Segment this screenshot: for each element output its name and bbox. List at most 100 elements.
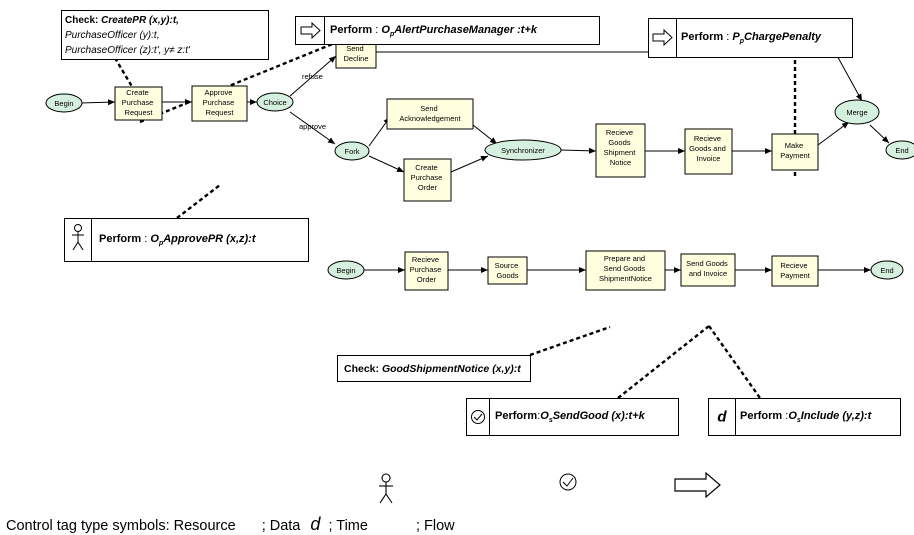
synchronizer-label: Synchronizer (501, 146, 545, 155)
bottom-process-nodes: Begin Recieve Purchase Order Source Good… (327, 250, 904, 291)
merge-gateway (834, 99, 880, 125)
fork-label: Fork (345, 147, 360, 156)
receive-payment-label: Recieve Payment (780, 261, 811, 280)
include-sep: : (785, 409, 789, 422)
send-good-keyword: Perform (495, 409, 538, 422)
good-shipment-notice-tag: Check: GoodShipmentNotice (x,y):t (337, 355, 531, 382)
send-decline-label: Send Decline (343, 44, 368, 63)
legend-flow-arrow-icon (674, 471, 721, 499)
good-shipment-rest: GoodShipmentNotice (x,y):t (381, 362, 521, 375)
approve-tag-keyword: Perform (99, 232, 142, 245)
approve-pr-label: Approve Purchase Request (203, 88, 237, 117)
send-goods-invoice-activity (680, 253, 736, 287)
approve-tag-sep: : (144, 232, 148, 245)
send-good-sep: : (537, 409, 541, 422)
tag-connectors (113, 41, 797, 399)
include-op: O (788, 409, 797, 422)
begin-label-bottom: Begin (336, 266, 355, 275)
charge-keyword: Perform (681, 30, 724, 43)
send-acknowledgement-activity (386, 98, 474, 130)
legend: Control tag type symbols: Resource ; Data… (6, 514, 455, 535)
top-process-nodes: Begin Create Purchase Request Approve Pu… (45, 40, 914, 202)
end-event-bottom (870, 260, 904, 280)
send-good-op: O (540, 409, 549, 422)
prepare-send-goods-activity (585, 250, 666, 291)
make-payment-activity (771, 133, 819, 171)
charge-penalty-tag: Perform : PpChargePenalty (648, 18, 853, 58)
alert-sep: : (375, 23, 379, 36)
legend-flow: ; Flow (415, 518, 455, 534)
resource-person-icon (65, 219, 92, 261)
receive-goods-invoice-label: Recieve Goods and Invoice (689, 134, 728, 163)
alert-rest: AlertPurchaseManager :t+k (394, 23, 537, 36)
charge-op: P (732, 30, 740, 43)
legend-data-symbol: d (310, 514, 321, 534)
legend-prefix: Control tag type symbols: Resource (6, 518, 236, 534)
create-purchase-order-activity (403, 158, 452, 202)
end-event-top (885, 140, 914, 160)
send-good-rest: SendGood (x):t+k (552, 409, 645, 422)
alert-op: O (381, 23, 390, 36)
synchronizer-gateway (484, 139, 562, 161)
send-good-tag: Perform:OsSendGood (x):t+k (466, 398, 679, 436)
good-shipment-keyword: Check: (344, 362, 380, 375)
alert-purchase-manager-tag: Perform : OpAlertPurchaseManager :t+k (295, 16, 600, 45)
prepare-send-label: Prepare and Send Goods ShipmentNotice (599, 254, 652, 283)
check-create-pr-tag: Check: CreatePR (x,y):t, PurchaseOfficer… (61, 10, 269, 60)
include-rest: Include (y,z):t (800, 409, 872, 422)
receive-purchase-order-activity (404, 251, 449, 291)
create-pr-label: Create Purchase Request (122, 88, 156, 117)
include-keyword: Perform (740, 409, 783, 422)
create-po-label: Create Purchase Order (411, 163, 445, 192)
send-ack-label: Send Acknowledgement (399, 104, 461, 123)
begin-event (45, 93, 83, 113)
receive-goods-shipment-notice-activity (595, 123, 646, 178)
receive-shipment-notice-label: Recieve Goods Shipment Notice (604, 128, 638, 167)
make-payment-label: Make Payment (780, 141, 811, 160)
check-line1: CreatePR (x,y):t, (101, 15, 179, 26)
flow-arrow-icon (296, 17, 325, 44)
create-purchase-request-activity (114, 86, 163, 121)
clock-icon (467, 399, 490, 435)
begin-label: Begin (54, 99, 73, 108)
approve-pr-tag: Perform : OpApprovePR (x,z):t (64, 218, 309, 262)
charge-rest: ChargePenalty (744, 30, 822, 43)
refuse-edge-label: refuse (302, 72, 323, 81)
flow-arrow-icon (649, 19, 677, 57)
data-d-icon: d (709, 399, 736, 435)
source-goods-label: Source Goods (495, 261, 521, 280)
source-goods-activity (487, 256, 528, 285)
approve-tag-rest: ApprovePR (x,z):t (163, 232, 256, 245)
legend-data: ; Data (261, 518, 301, 534)
alert-keyword: Perform (330, 23, 373, 36)
check-line3: PurchaseOfficer (z):t', y≠ z:t' (65, 45, 190, 56)
include-sub: s (796, 417, 801, 425)
fork-gateway (334, 141, 370, 161)
charge-sub: p (739, 38, 744, 46)
approve-tag-sub: p (158, 240, 164, 248)
legend-time: ; Time (328, 518, 368, 534)
send-goods-invoice-label: Send Goods and Invoice (686, 259, 730, 278)
merge-label: Merge (846, 108, 867, 117)
check-keyword: Check: (65, 15, 99, 26)
approve-edge-label: approve (299, 122, 326, 131)
receive-payment-activity (771, 255, 819, 287)
end-label-bottom: End (880, 266, 893, 275)
choice-label: Choice (263, 98, 286, 107)
charge-sep: : (726, 30, 730, 43)
approve-purchase-request-activity (191, 85, 248, 122)
receive-goods-invoice-activity (684, 128, 733, 175)
begin-event-bottom (327, 260, 365, 280)
legend-clock-icon (559, 473, 577, 491)
receive-po-label: Recieve Purchase Order (410, 255, 444, 284)
data-d-symbol: d (717, 408, 727, 426)
send-good-sub: s (548, 417, 553, 425)
check-line2: PurchaseOfficer (y):t, (65, 30, 160, 41)
include-tag: d Perform :OsInclude (y,z):t (708, 398, 901, 436)
approve-tag-op: O (150, 232, 159, 245)
end-label-top: End (895, 146, 908, 155)
legend-resource-icon (379, 473, 393, 504)
alert-sub: p (389, 30, 395, 38)
choice-gateway (256, 92, 294, 112)
